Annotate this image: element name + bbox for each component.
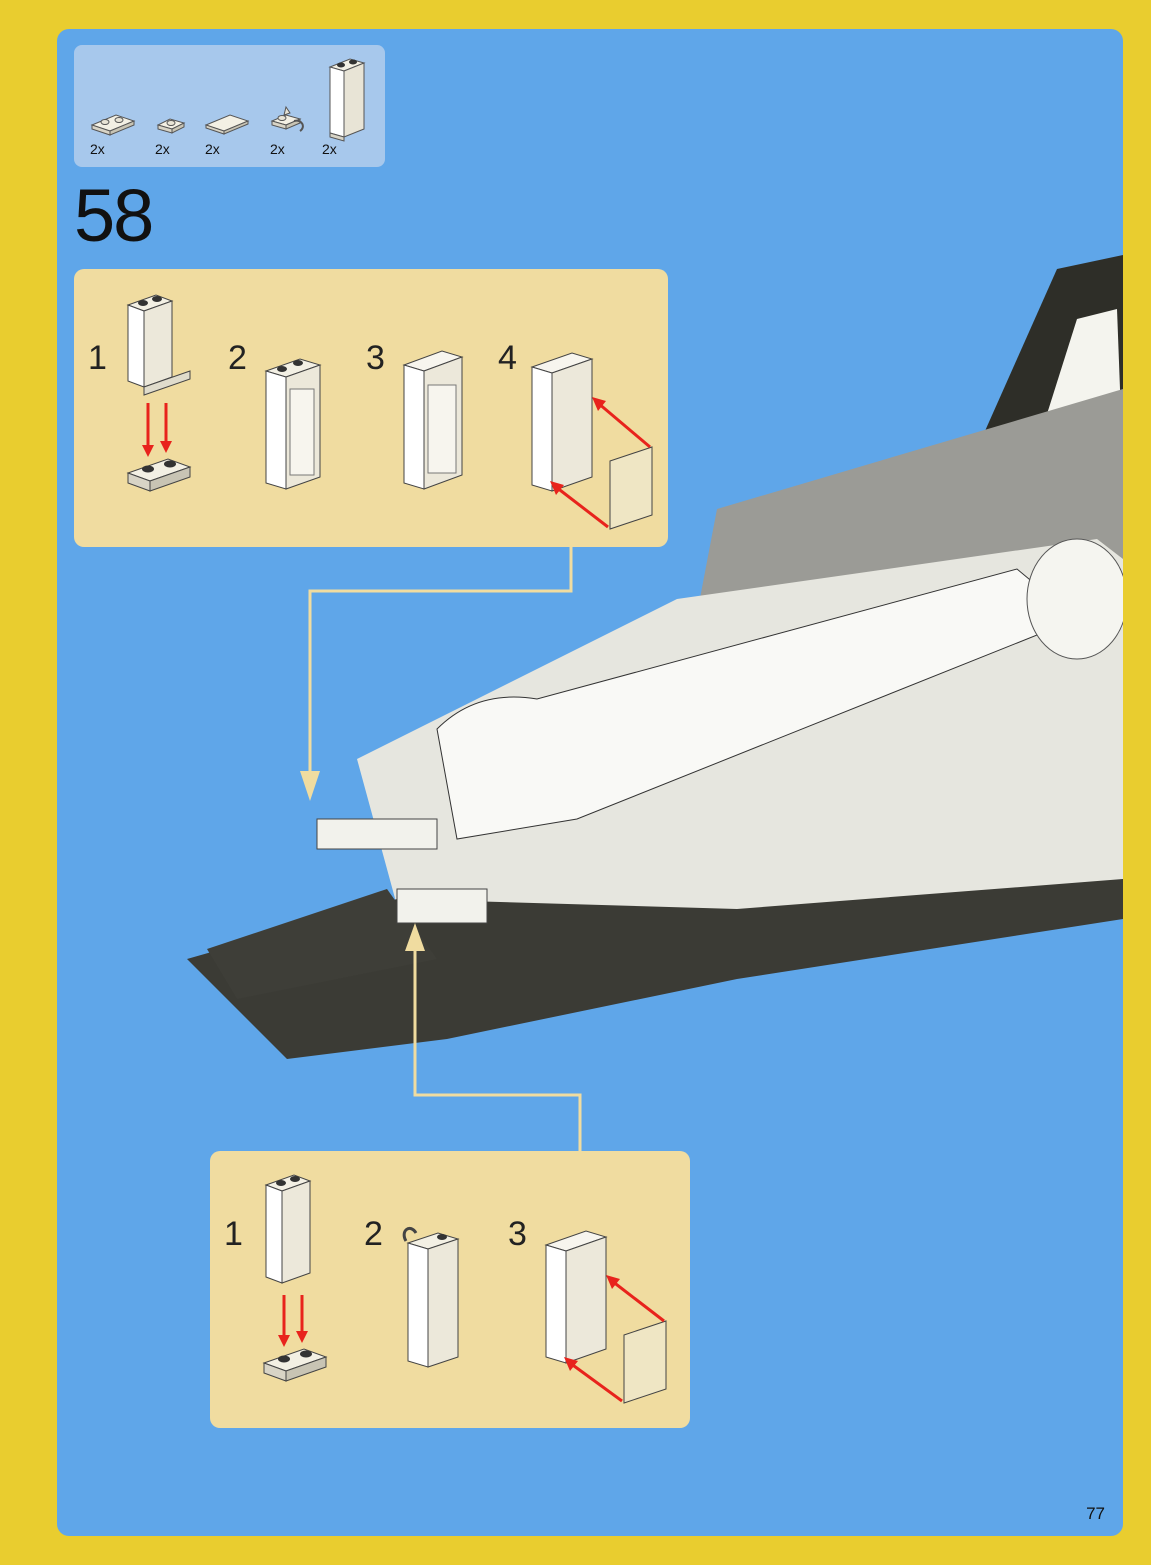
substep-label: 3 (508, 1215, 527, 1254)
panel-clip-assembly-icon (398, 1219, 474, 1379)
instruction-page: 2x 2x 2x 2x (57, 29, 1123, 1536)
page-number: 77 (1086, 1504, 1105, 1524)
subassembly-callout-bottom: 1 2 3 (210, 1151, 690, 1428)
substep-label: 1 (224, 1215, 243, 1254)
substep-label: 2 (364, 1215, 383, 1254)
panel-brick-icon (260, 1171, 334, 1291)
plate-1x2-icon (260, 1343, 332, 1385)
sticker-assembly-icon (540, 1223, 676, 1419)
